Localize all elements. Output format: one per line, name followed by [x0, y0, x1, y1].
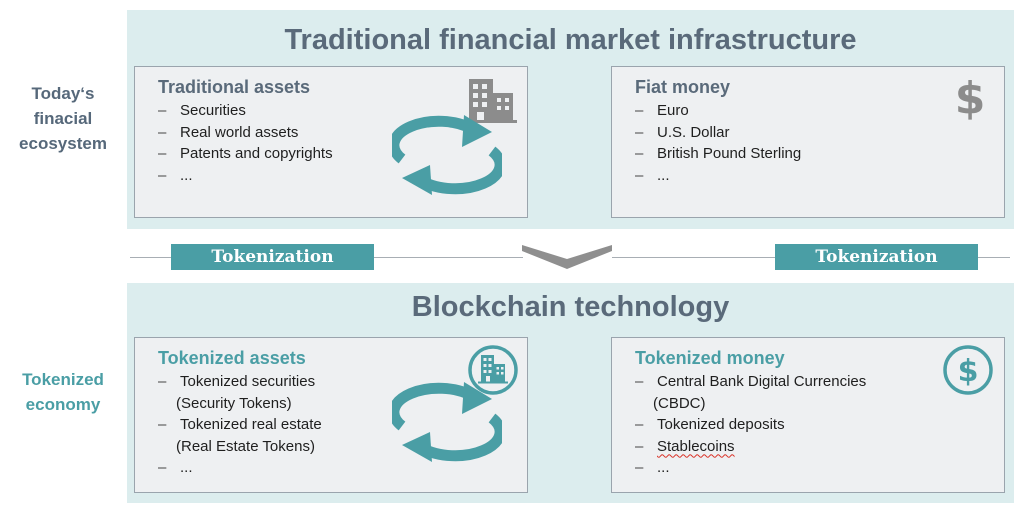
list-item: –Central Bank Digital Currencies [635, 371, 866, 393]
list-item-text: British Pound Sterling [657, 145, 802, 162]
dash-bullet: – [635, 166, 644, 184]
box-title: Traditional assets [158, 77, 311, 97]
dash-bullet: – [635, 102, 644, 119]
svg-text:$: $ [955, 73, 986, 121]
list-item-continuation: (CBDC) [653, 394, 706, 412]
svg-text:$: $ [958, 354, 979, 389]
dash-bullet: – [158, 166, 167, 184]
fiat-money-box: Fiat money –Euro –U.S. Dollar –British P… [611, 66, 1005, 218]
dollar-circle-icon: $ [942, 344, 994, 401]
list-item: –Tokenized securities [158, 371, 322, 393]
dash-bullet: – [158, 123, 167, 141]
list-item-text: Patents and copyrights [180, 145, 333, 162]
dash-bullet: – [158, 416, 167, 433]
item-list: –Tokenized securities (Security Tokens) … [158, 371, 322, 479]
list-item: –British Pound Sterling [635, 143, 801, 165]
list-item: –Securities [158, 100, 333, 122]
label-line: finacial [33, 109, 93, 128]
blockchain-technology-band: Blockchain technology Tokenized assets –… [127, 283, 1014, 503]
dash-bullet: – [635, 459, 644, 476]
item-list: –Euro –U.S. Dollar –British Pound Sterli… [635, 100, 801, 186]
list-item-text: Euro [657, 102, 689, 119]
label-tokenized-economy: Tokenized economy [4, 367, 122, 417]
list-item-continuation: (Real Estate Tokens) [176, 437, 315, 455]
list-item: –... [158, 165, 333, 187]
building-icon [465, 77, 517, 128]
dollar-icon: $ [954, 73, 986, 126]
tokenization-badge-right: Tokenization [775, 244, 978, 270]
label-todays-financial-ecosystem: Today‘s finacial ecosystem [4, 81, 122, 156]
tokenized-assets-box: Tokenized assets –Tokenized securities (… [134, 337, 528, 493]
dash-bullet: – [158, 373, 167, 390]
list-item-text: Securities [180, 102, 246, 119]
item-list: –Securities –Real world assets –Patents … [158, 100, 333, 186]
list-item: –Euro [635, 100, 801, 122]
exchange-cycle-icon [388, 115, 506, 195]
list-item-continuation: (Security Tokens) [176, 394, 292, 412]
building-circle-icon [467, 344, 519, 401]
divider-line [130, 257, 171, 258]
box-title: Tokenized money [635, 348, 785, 368]
tokenized-money-box: Tokenized money –Central Bank Digital Cu… [611, 337, 1005, 493]
list-item: –... [635, 165, 801, 187]
divider-line [978, 257, 1010, 258]
list-item-text: Central Bank Digital Currencies [657, 373, 867, 390]
exchange-cycle-icon [388, 382, 506, 462]
traditional-infrastructure-band: Traditional financial market infrastruct… [127, 10, 1014, 229]
label-line: Tokenized [22, 370, 104, 389]
dash-bullet: – [158, 459, 167, 476]
label-line: economy [25, 395, 101, 414]
dash-bullet: – [635, 373, 644, 390]
band-title: Blockchain technology [411, 291, 730, 323]
dash-bullet: – [635, 416, 644, 433]
list-item: –... [158, 457, 322, 479]
list-item: –Tokenized real estate [158, 414, 322, 436]
list-item-text: Tokenized deposits [657, 416, 785, 433]
tokenization-badge-left: Tokenization [171, 244, 374, 270]
dash-bullet: – [635, 437, 644, 455]
list-item-text: Tokenized securities [180, 373, 316, 390]
dash-bullet: – [635, 145, 644, 162]
list-item-text: ... [180, 166, 193, 184]
list-item: –Tokenized deposits [635, 414, 866, 436]
item-list: –Central Bank Digital Currencies (CBDC) … [635, 371, 866, 479]
list-item: –U.S. Dollar [635, 122, 801, 144]
band-title: Traditional financial market infrastruct… [284, 24, 857, 56]
list-item-text: ... [657, 166, 670, 184]
list-item: –Real world assets [158, 122, 333, 144]
list-item-text: ... [657, 459, 670, 476]
label-line: ecosystem [19, 134, 107, 153]
dash-bullet: – [158, 102, 167, 119]
label-line: Today‘s [31, 84, 95, 103]
list-item-text: Real world assets [180, 123, 299, 141]
box-title: Tokenized assets [158, 348, 306, 368]
list-item-text: ... [180, 459, 193, 476]
chevron-down-icon [522, 245, 612, 274]
list-item: –Stablecoins [635, 436, 866, 458]
list-item: –... [635, 457, 866, 479]
divider-line [612, 257, 775, 258]
list-item: –Patents and copyrights [158, 143, 333, 165]
divider-line [374, 257, 523, 258]
list-item-text: Tokenized real estate [180, 416, 322, 433]
list-item-text: Stablecoins [657, 437, 735, 455]
box-title: Fiat money [635, 77, 731, 97]
dash-bullet: – [158, 145, 167, 162]
list-item-text: U.S. Dollar [657, 123, 730, 141]
dash-bullet: – [635, 123, 644, 141]
